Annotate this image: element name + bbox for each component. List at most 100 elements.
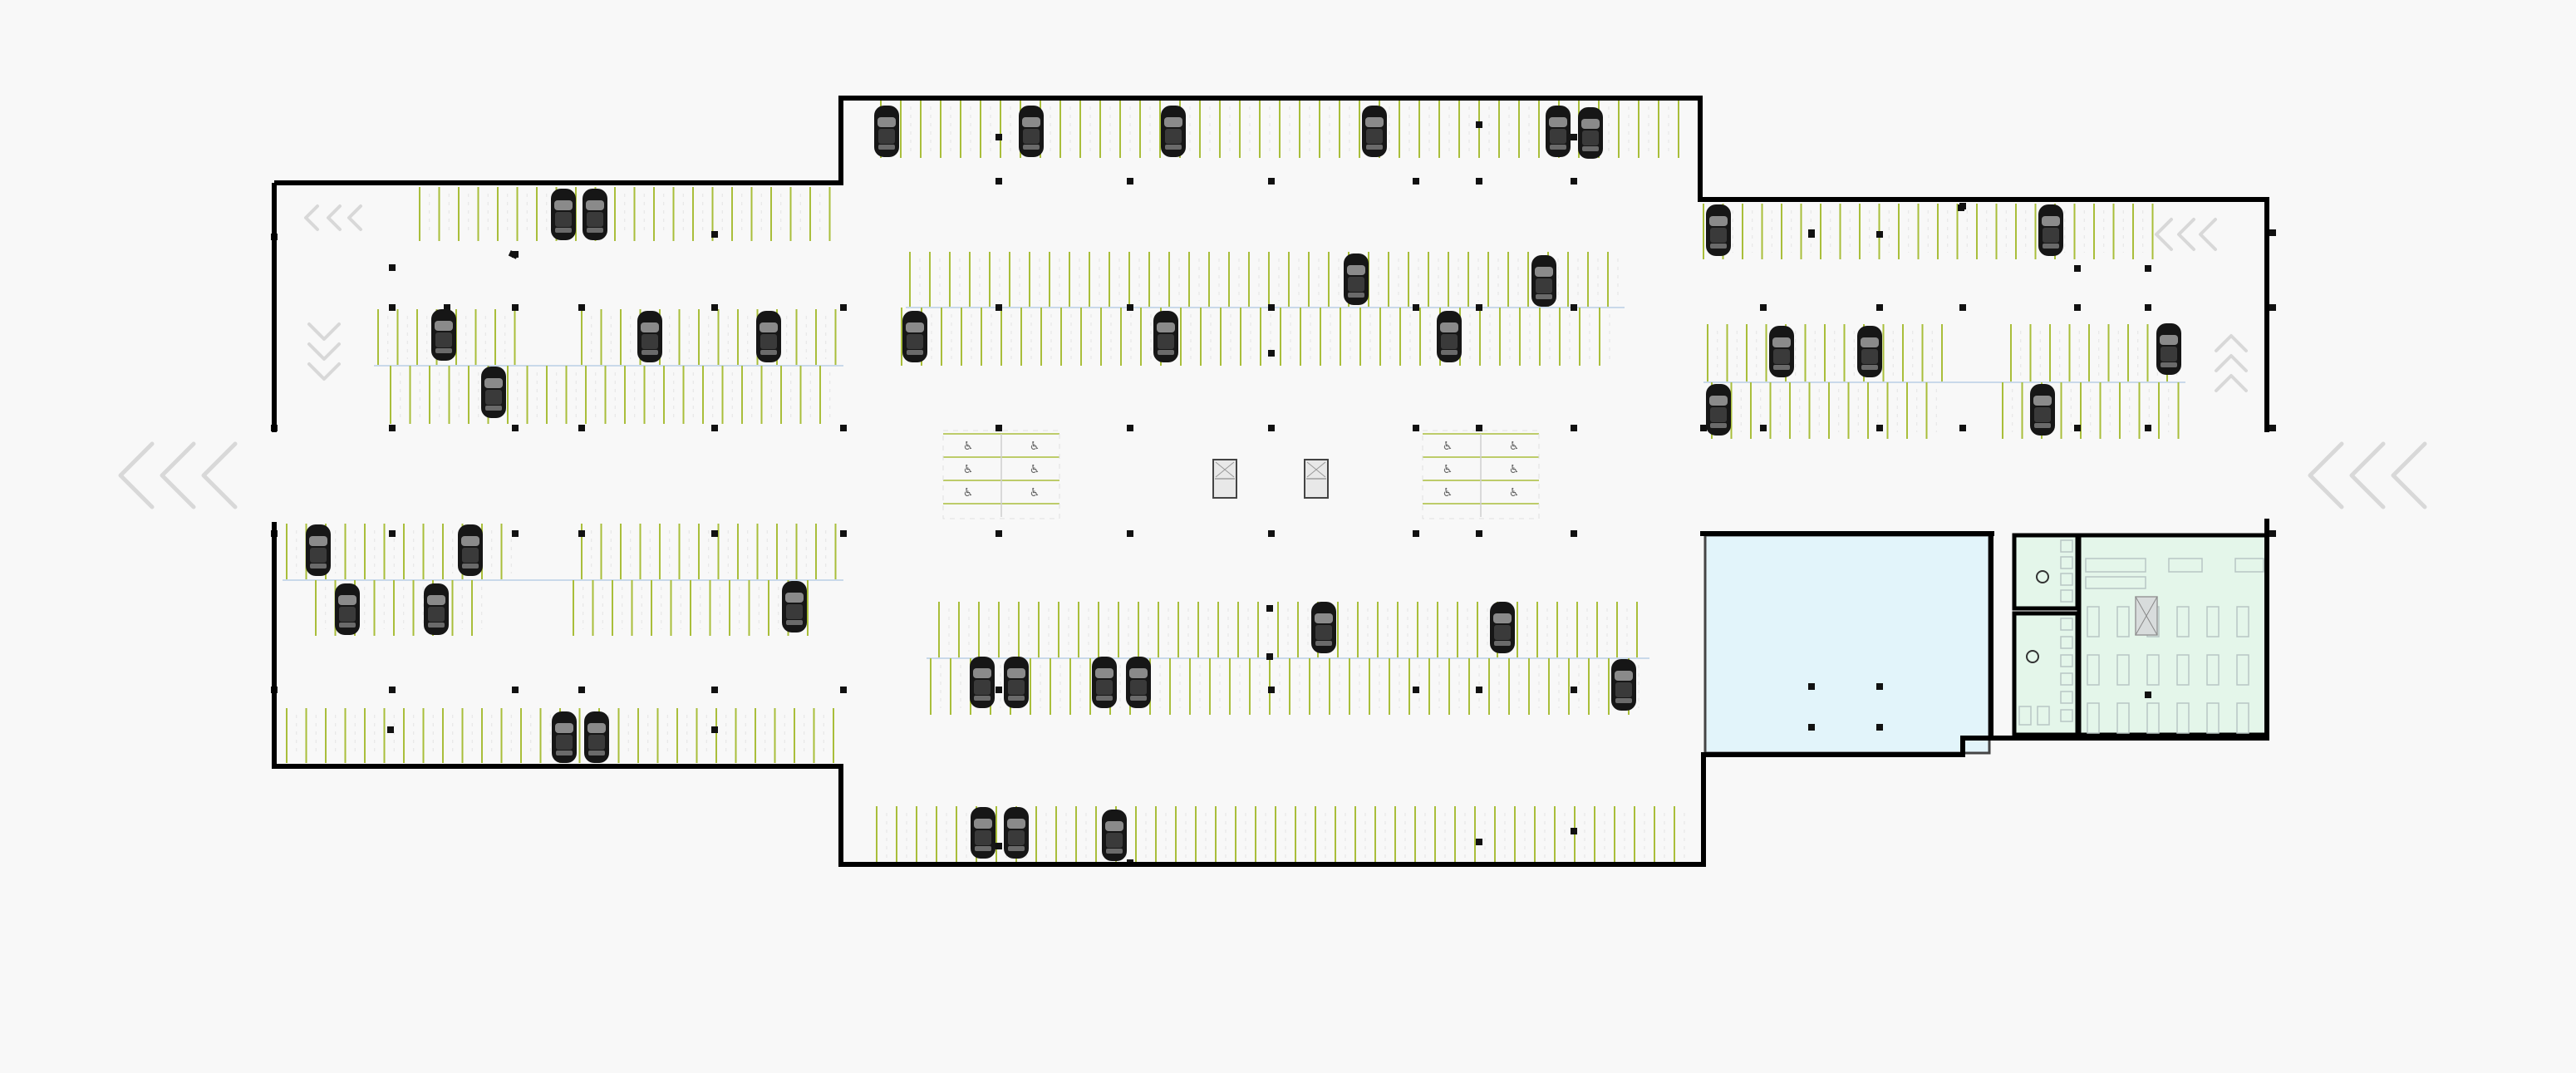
car-roof	[339, 607, 356, 622]
structural-column-icon	[840, 425, 847, 431]
structural-column-icon	[840, 530, 847, 537]
car-roof	[485, 390, 502, 405]
car-rear-window	[462, 564, 479, 568]
car-rear-window	[1615, 698, 1632, 703]
car-windshield	[1129, 668, 1148, 678]
car-windshield	[1581, 119, 1600, 129]
lane-arrow-left-icon	[2155, 218, 2173, 251]
structural-column-icon	[444, 304, 450, 311]
car-rear-window	[907, 350, 923, 355]
car-rear-window	[1710, 244, 1727, 249]
car-windshield	[1709, 216, 1728, 226]
elevator-core-left	[1212, 459, 1237, 499]
accessible-zone-outline	[942, 430, 1060, 519]
car-roof	[1008, 830, 1025, 845]
car-roof	[1536, 278, 1552, 293]
structural-column-icon	[2269, 304, 2276, 311]
car-roof	[1582, 130, 1599, 145]
car-top-view-icon	[1161, 106, 1186, 157]
car-roof	[1096, 680, 1113, 695]
car-top-view-icon	[1706, 204, 1731, 256]
car-top-view-icon	[1126, 657, 1151, 708]
car-windshield	[2033, 396, 2052, 406]
car-roof	[1710, 228, 1727, 243]
car-windshield	[1709, 396, 1728, 406]
car-windshield	[974, 819, 992, 829]
structural-column-icon	[1127, 178, 1133, 185]
car-rear-window	[1130, 696, 1147, 701]
car-roof	[1710, 407, 1727, 422]
car-top-view-icon	[1362, 106, 1387, 157]
lane-arrow-down-icon	[307, 342, 341, 361]
car-top-view-icon	[1769, 326, 1794, 377]
lane-arrow-left-icon	[2177, 218, 2195, 251]
car-windshield	[2042, 216, 2060, 226]
office-furniture	[2085, 558, 2264, 734]
desk	[2060, 556, 2073, 569]
car-rear-window	[1165, 145, 1182, 150]
structural-column-icon	[1268, 178, 1275, 185]
car-top-view-icon	[971, 807, 995, 859]
car-rear-window	[1582, 146, 1599, 151]
lane-arrow-up-icon	[2215, 354, 2248, 372]
car-top-view-icon	[2156, 323, 2181, 375]
car-rear-window	[1348, 293, 1364, 298]
car-rear-window	[1158, 350, 1174, 355]
car-rear-window	[339, 623, 356, 628]
car-rear-window	[2161, 362, 2177, 367]
car-windshield	[1022, 117, 1040, 127]
stall-row-center-3	[901, 308, 1610, 366]
car-rear-window	[2034, 423, 2051, 428]
car-roof	[588, 735, 605, 750]
car-roof	[2161, 347, 2177, 362]
desk	[2146, 654, 2160, 686]
car-windshield	[554, 200, 573, 210]
car-windshield	[587, 723, 606, 733]
car-roof	[2043, 228, 2059, 243]
accessible-parking-zones: ♿♿♿♿♿♿♿♿♿♿♿♿	[942, 430, 1540, 519]
structural-column-icon	[1268, 425, 1275, 431]
desk	[2087, 702, 2100, 734]
car-windshield	[1772, 337, 1791, 347]
car-roof	[1315, 625, 1332, 640]
desk	[2206, 606, 2220, 637]
car-windshield	[1164, 117, 1182, 127]
stall-row-center-bottom	[876, 806, 1685, 864]
car-rear-window	[1366, 145, 1383, 150]
structural-column-icon	[995, 425, 1002, 431]
structural-column-icon	[1268, 304, 1275, 311]
wheelchair-icon: ♿	[1509, 463, 1520, 476]
car-roof	[1130, 680, 1147, 695]
structural-column-icon	[711, 726, 718, 733]
structural-column-icon	[1476, 121, 1482, 128]
structural-column-icon	[1571, 828, 1577, 834]
lane-arrow-left-icon	[347, 204, 362, 231]
service-room-lower	[2012, 611, 2080, 737]
service-room-furniture	[2018, 539, 2073, 726]
desk	[2116, 702, 2130, 734]
car-roof	[556, 735, 573, 750]
structural-column-icon	[1760, 304, 1767, 311]
car-roof	[878, 129, 895, 144]
car-top-view-icon	[1857, 326, 1882, 377]
structural-column-icon	[1571, 530, 1577, 537]
wheelchair-icon: ♿	[1443, 463, 1453, 476]
structural-column-icon	[578, 530, 585, 537]
car-rear-window	[1023, 145, 1040, 150]
car-roof	[462, 548, 479, 563]
wheelchair-icon: ♿	[963, 463, 974, 476]
outer-wall-lower	[272, 519, 2269, 867]
structural-column-icon	[995, 843, 1002, 849]
car-rear-window	[642, 350, 658, 355]
car-windshield	[760, 322, 778, 332]
car-top-view-icon	[1611, 659, 1636, 711]
structural-column-icon	[2145, 692, 2151, 698]
structural-column-icon	[711, 231, 718, 238]
stall-row-left-2a	[377, 309, 516, 366]
structural-column-icon	[2074, 425, 2081, 431]
car-roof	[1773, 349, 1790, 364]
structural-column-icon	[1413, 425, 1419, 431]
car-top-view-icon	[431, 309, 456, 361]
desk	[2085, 576, 2146, 589]
desk	[2206, 702, 2220, 734]
